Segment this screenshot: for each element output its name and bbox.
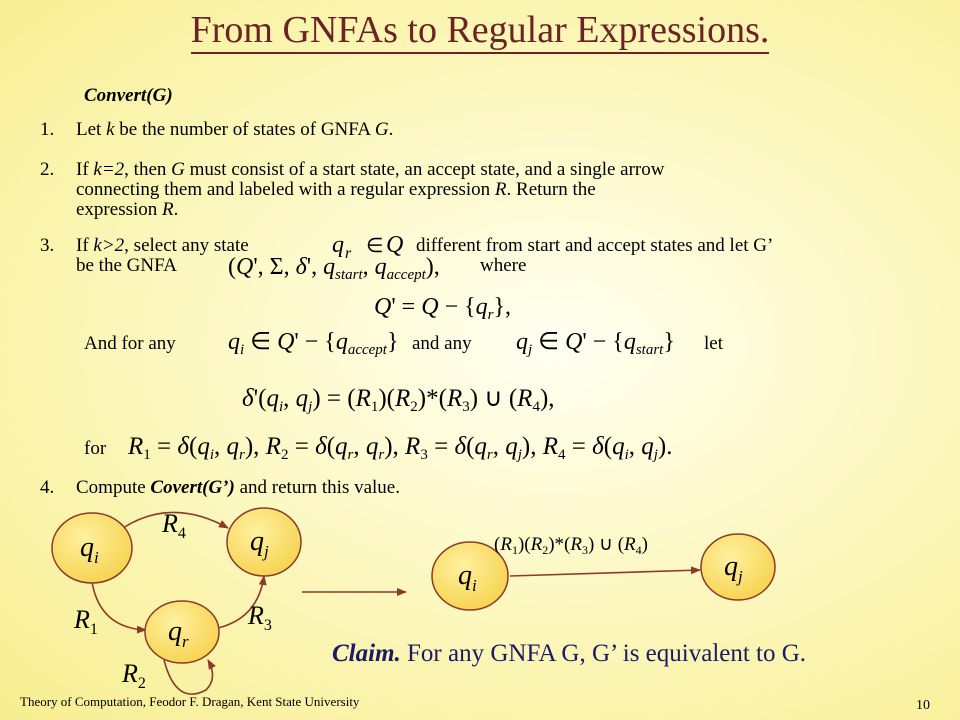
math-qi-in-text: qi ∈ Q' − {qaccept}	[228, 329, 398, 358]
math-tuple-open: (Q', Σ, δ', qstart, qaccept),	[228, 254, 440, 283]
edge-label-right-expression: (R1)(R2)*(R3) ∪ (R4)	[494, 534, 648, 557]
edge-qi-qj-right	[509, 566, 701, 577]
math-qr-in-q-svg: q r ∈ Q	[332, 232, 403, 262]
node-qi-right	[431, 541, 509, 611]
math-qi-in-svg: qi ∈ Q' − {qaccept}	[228, 329, 398, 358]
step-4-number: 4.	[40, 477, 55, 498]
node-qj-left	[226, 507, 302, 577]
slide-title: From GNFAs to Regular Expressions.	[0, 8, 960, 54]
edge-label-r4: R4	[161, 509, 186, 542]
math-rdefs-text: R1 = δ(qi, qr), R2 = δ(qr, qr), R3 = δ(q…	[127, 433, 673, 463]
math-in: ∈	[366, 235, 383, 257]
node-qi-left	[51, 512, 133, 584]
edge-label-r1: R1	[73, 605, 98, 638]
node-qj-right	[700, 533, 776, 601]
page-number: 10	[916, 698, 930, 713]
for-text: for	[84, 438, 107, 459]
math-q-prime-def-svg: Q' = Q − {qr},	[374, 294, 511, 323]
edge-qr-self-loop	[163, 659, 216, 695]
and-any-text: and any	[412, 333, 472, 354]
math-Q: Q	[386, 232, 403, 258]
math-qj-in-svg: qj ∈ Q' − {qstart}	[516, 329, 675, 358]
let-text: let	[704, 333, 723, 354]
step-3-number: 3.	[40, 235, 55, 256]
step-2-line-3: expression R.	[76, 199, 179, 220]
edge-qi-qr	[91, 581, 147, 634]
step-2-line-1: If k=2, then G must consist of a start s…	[76, 159, 665, 180]
step-3-line-2a: be the GNFA	[76, 255, 177, 276]
node-qr-left	[144, 600, 220, 664]
math-qi-in: qi ∈ Q' − {qaccept}	[226, 325, 406, 364]
math-gnfa-tuple: (Q', Σ, δ', qstart, qaccept),	[226, 250, 478, 289]
and-for-any-text: And for any	[84, 333, 176, 354]
step-4-text: Compute Covert(G’) and return this value…	[76, 477, 400, 498]
edge-qi-qj	[119, 511, 229, 531]
math-delta-text: δ'(qi, qj) = (R1)(R2)*(R3) ∪ (R4),	[242, 385, 555, 415]
step-1-number: 1.	[40, 119, 55, 140]
edge-label-r2: R2	[121, 659, 146, 692]
step-3-line-1a: If k>2, select any state	[76, 235, 249, 256]
step-2-number: 2.	[40, 159, 55, 180]
math-q: q	[332, 232, 344, 258]
math-delta-def-svg: δ'(qi, qj) = (R1)(R2)*(R3) ∪ (R4),	[242, 385, 555, 415]
gnfa-diagram: qi qj qr R4 R1 R3 R2 qi qj (R1)(R2)*(R3)…	[51, 507, 776, 695]
math-qj-in: qj ∈ Q' − {qstart}	[514, 325, 690, 364]
math-gnfa-tuple-svg: (Q', Σ, δ', qstart, qaccept),	[228, 254, 440, 283]
math-qprime-text: Q' = Q − {qr},	[374, 294, 511, 323]
procedure-heading: Convert(G)	[84, 85, 173, 106]
math-qr-in-q: q r ∈ Q	[330, 228, 412, 269]
math-q-prime-def: Q' = Q − {qr},	[372, 290, 542, 329]
math-delta-def: δ'(qi, qj) = (R1)(R2)*(R3) ∪ (R4),	[240, 380, 630, 421]
math-sub-r: r	[345, 245, 352, 262]
footer-credit: Theory of Computation, Feodor F. Dragan,…	[20, 694, 360, 709]
edge-qr-qj	[217, 575, 267, 629]
math-qj-in-text: qj ∈ Q' − {qstart}	[516, 329, 675, 358]
step-2-line-2: connecting them and labeled with a regul…	[76, 179, 596, 200]
step-3-line-1b: different from start and accept states a…	[416, 235, 774, 256]
claim-statement: Claim. For any GNFA G, G’ is equivalent …	[332, 640, 807, 667]
math-r-defs: R1 = δ(qi, qr), R2 = δ(qr, qr), R3 = δ(q…	[126, 428, 788, 469]
edge-label-r3: R3	[247, 601, 272, 634]
math-r-defs-svg: R1 = δ(qi, qr), R2 = δ(qr, qr), R3 = δ(q…	[127, 433, 673, 463]
step-3-where: where	[480, 255, 527, 276]
step-1-text: Let k be the number of states of GNFA G.	[76, 119, 394, 140]
